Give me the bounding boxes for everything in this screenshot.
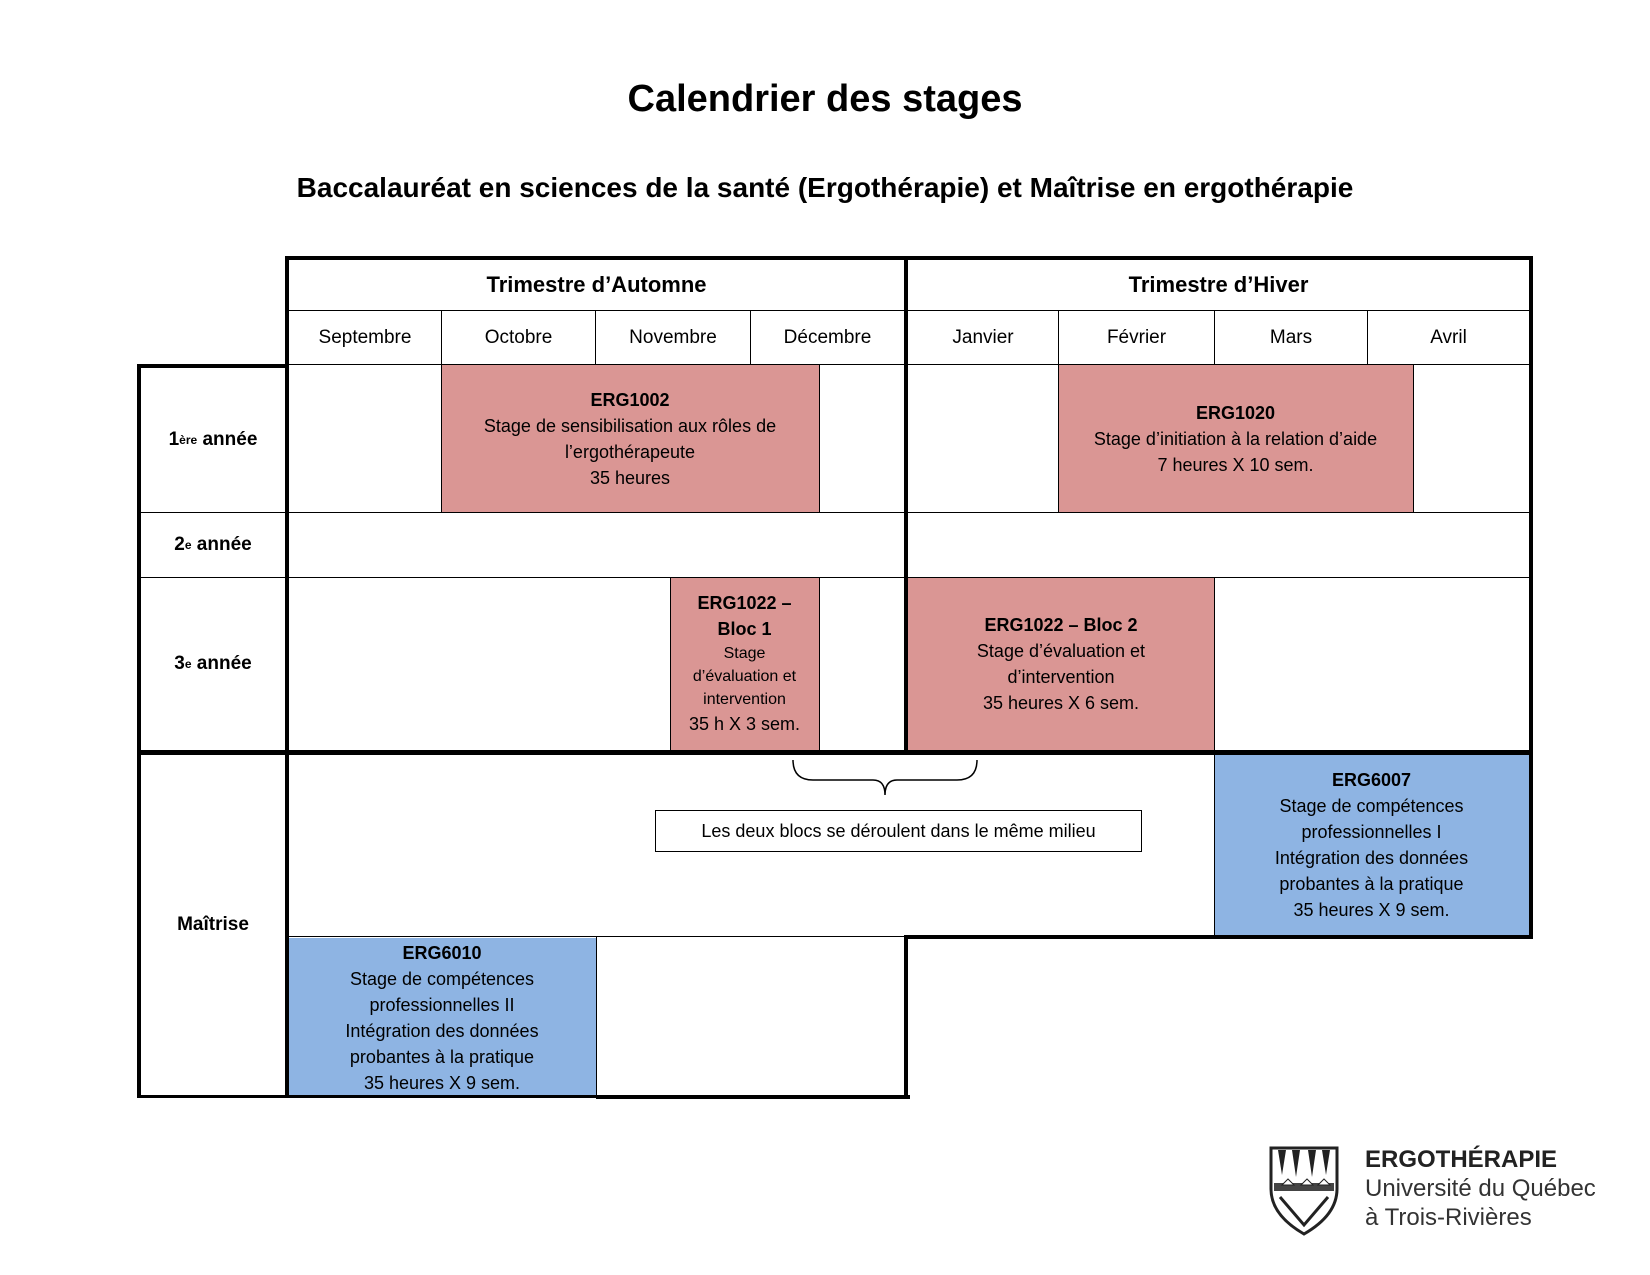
block-line: Stage de sensibilisation aux rôles de [483,415,777,436]
page-title: Calendrier des stages [627,78,1023,120]
row-label-text: année [197,429,258,450]
block-erg1022-bloc1: ERG1022 – Bloc 1 Stage d’évaluation et i… [670,577,819,750]
block-line: Stage d’initiation à la relation d’aide [1093,428,1378,449]
block-line: professionnelles I [1301,822,1442,842]
row-label-maitrise: Maîtrise [177,914,249,935]
month-header: Janvier [952,326,1014,348]
block-code: ERG1022 – Bloc 2 [984,614,1138,635]
block-erg6007: ERG6007 Stage de compétences professionn… [1214,754,1529,936]
block-line: Intégration des données [345,1021,539,1041]
block-line: d’intervention [1007,666,1115,687]
block-erg6010: ERG6010 Stage de compétences professionn… [288,938,596,1098]
row-label-number: 2 [174,534,185,555]
block-code: Bloc 1 [717,619,772,639]
block-line: Stage [723,645,766,662]
month-header: Février [1106,326,1167,348]
page-subtitle: Baccalauréat en sciences de la santé (Er… [296,172,1354,203]
block-erg1002: ERG1002 Stage de sensibilisation aux rôl… [441,365,819,512]
month-header: Septembre [318,326,412,348]
block-line: probantes à la pratique [349,1047,535,1067]
logo-line-title: ERGOTHÉRAPIE [1365,1146,1558,1173]
row-label-number: 1 [168,429,180,450]
brace-connector [792,759,978,796]
block-erg1022-bloc2: ERG1022 – Bloc 2 Stage d’évaluation et d… [908,577,1214,750]
month-header: Décembre [783,326,872,348]
block-erg1020: ERG1020 Stage d’initiation à la relation… [1058,365,1413,512]
block-code: ERG1002 [590,389,670,410]
block-line: 35 heures X 9 sem. [363,1073,521,1093]
block-code: ERG6007 [1331,770,1412,790]
row-label-text: année [191,653,252,674]
block-code: ERG6010 [402,943,482,963]
logo-line-university: Université du Québec [1365,1175,1596,1202]
block-code: ERG1022 – [697,593,792,613]
block-line: 35 heures X 9 sem. [1293,900,1450,920]
block-line: 35 heures X 6 sem. [982,692,1140,713]
block-line: Stage de compétences [349,969,535,989]
block-line: 35 h X 3 sem. [688,714,801,734]
block-code: ERG1020 [1195,402,1276,423]
uqtr-crest-icon [1269,1146,1339,1236]
month-header: Avril [1430,326,1467,348]
term-header-winter: Trimestre d’Hiver [1128,272,1309,297]
block-line: probantes à la pratique [1279,874,1464,894]
logo-text: ERGOTHÉRAPIE Université du Québec à Troi… [1365,1145,1596,1232]
block-line: l’ergothérapeute [564,441,696,462]
row-label-suffix: e [184,657,192,671]
month-header: Novembre [629,326,717,348]
month-header: Mars [1269,326,1313,348]
block-line: Stage de compétences [1279,796,1464,816]
block-line: Intégration des données [1274,848,1469,868]
block-line: 35 heures [589,467,671,488]
block-line: d’évaluation et [692,668,797,685]
month-header: Octobre [484,326,553,348]
block-line: 7 heures X 10 sem. [1157,454,1314,475]
logo-line-city: à Trois-Rivières [1365,1204,1532,1231]
row-label-text: année [191,534,252,555]
row-label-suffix: ère [179,433,198,447]
block-line: Stage d’évaluation et [976,640,1146,661]
note-box: Les deux blocs se déroulent dans le même… [655,810,1142,852]
term-header-autumn: Trimestre d’Automne [486,272,707,297]
row-label-number: 3 [174,653,185,674]
block-line: intervention [703,691,786,708]
row-label-suffix: e [184,538,192,552]
block-line: professionnelles II [369,995,515,1015]
